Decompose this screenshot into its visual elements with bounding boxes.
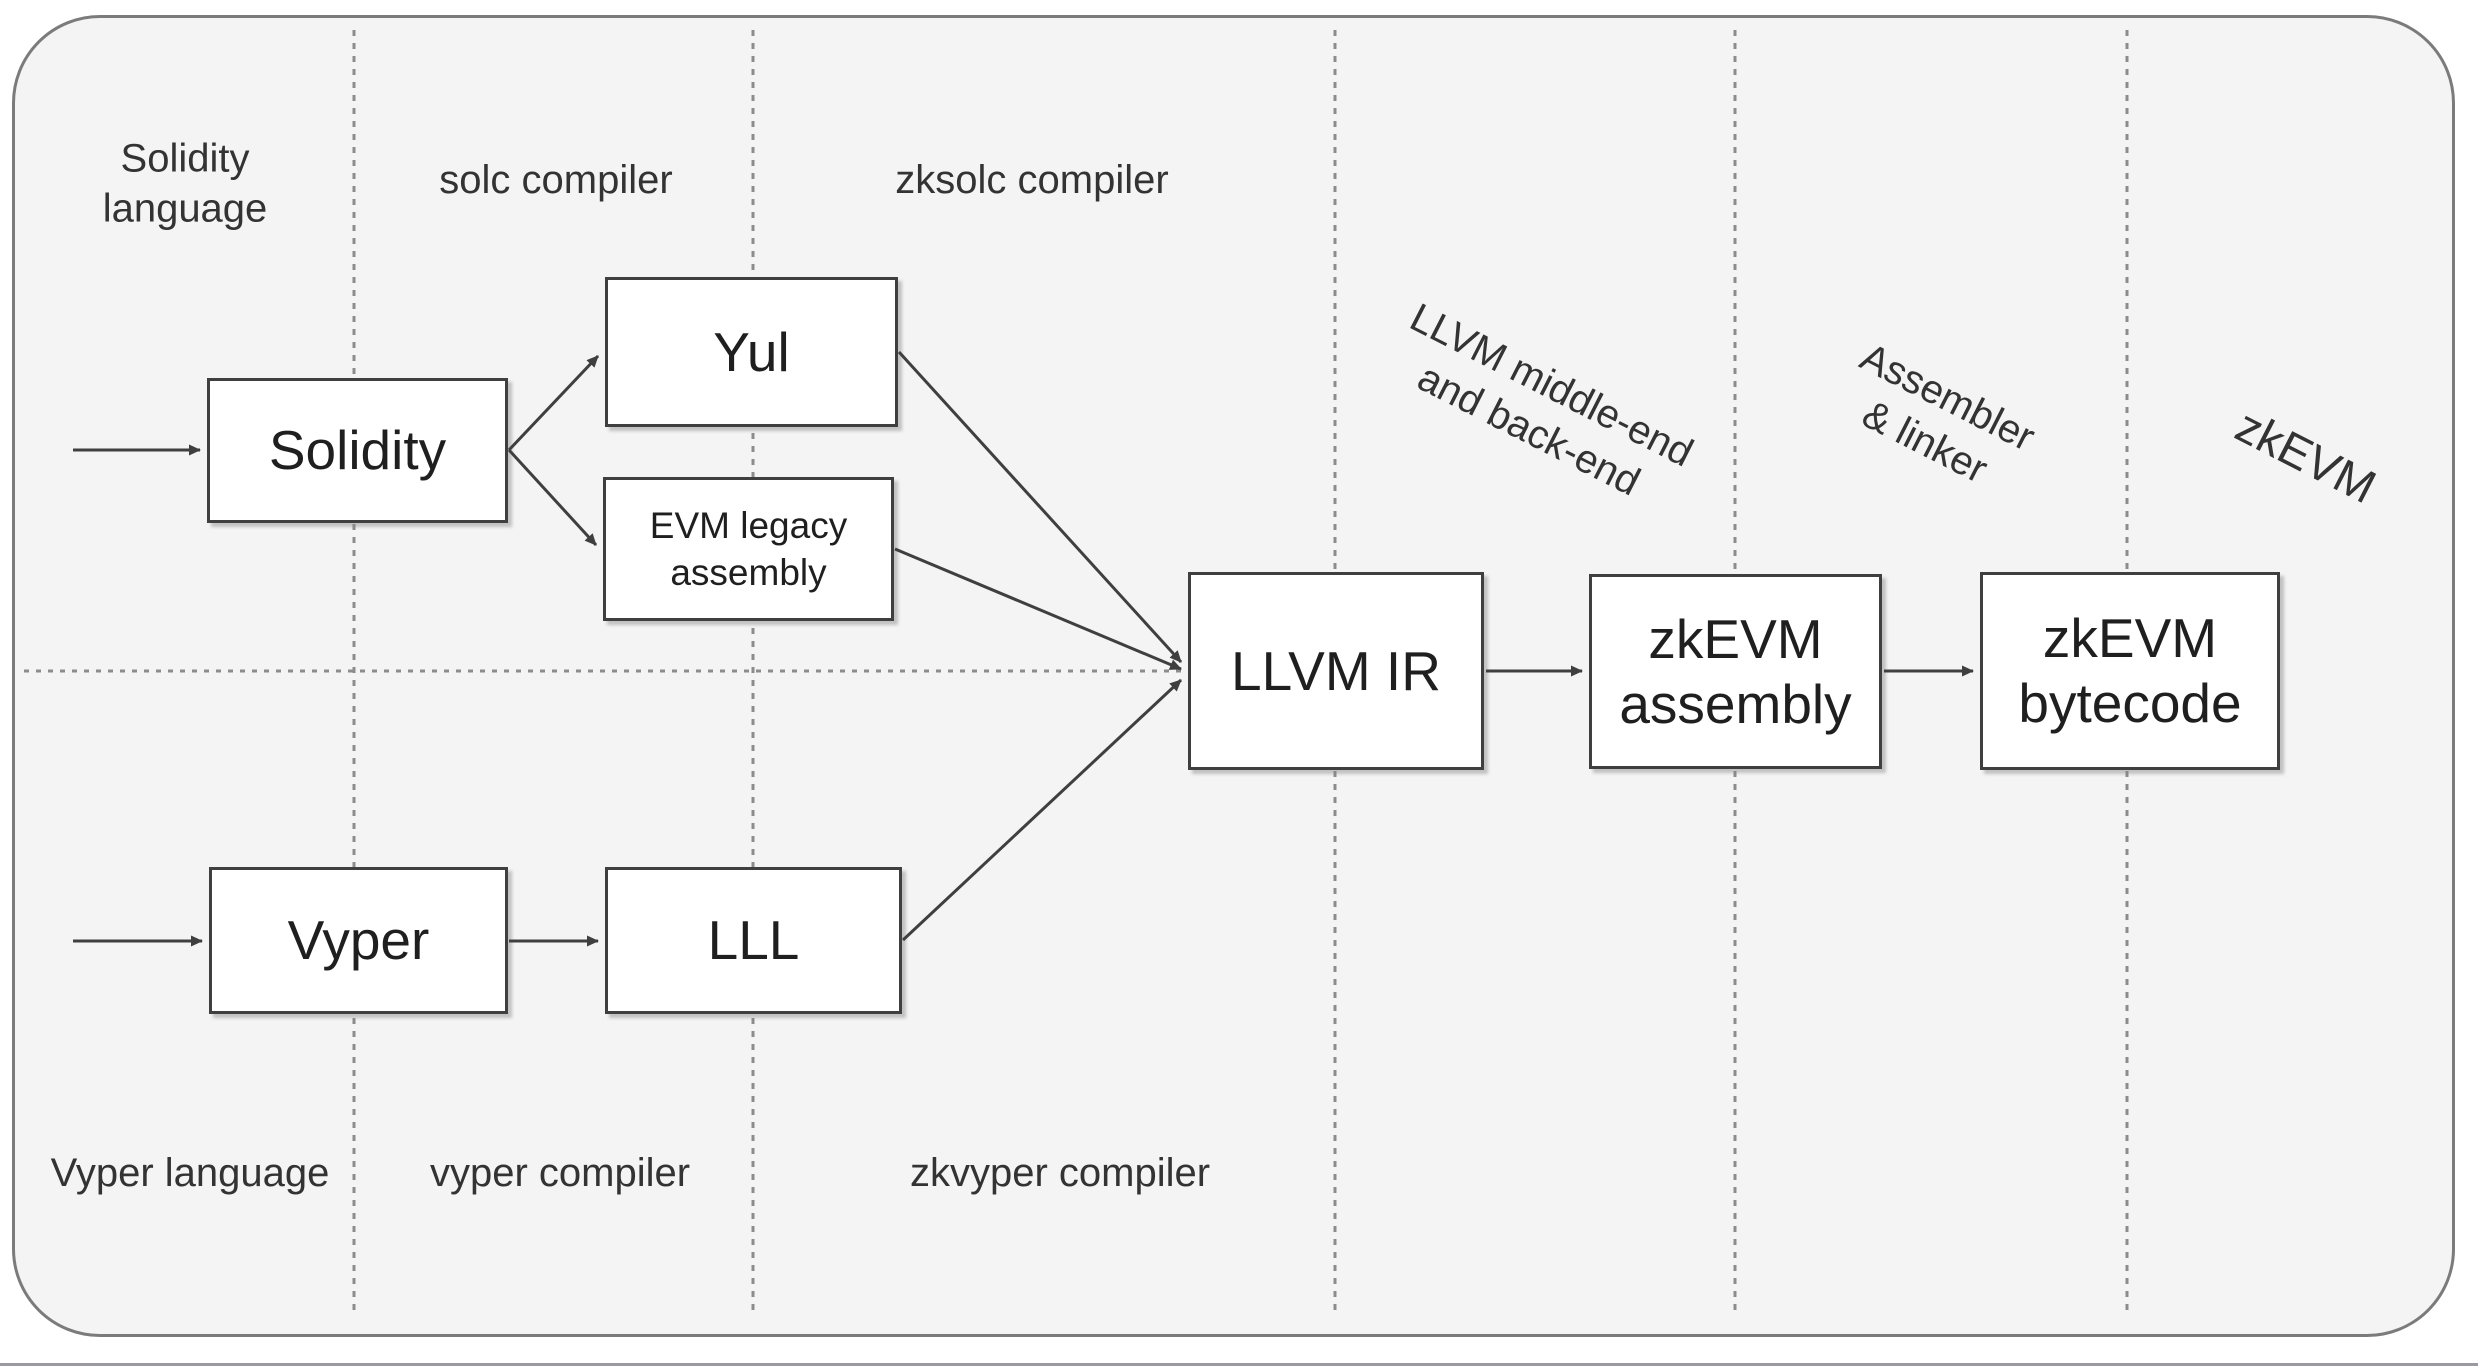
node-llvm-ir-label: LLVM IR: [1231, 639, 1441, 702]
node-yul-label: Yul: [713, 320, 790, 383]
arrow-yul-to-llvm-ir: [897, 350, 1183, 664]
arrow-evm-legacy-to-llvm-ir: [894, 547, 1182, 671]
node-yul: Yul: [605, 277, 898, 427]
arrow-lll-to-llvm-ir: [901, 678, 1183, 942]
node-zkevm-assembly: zkEVM assembly: [1589, 574, 1882, 769]
node-zkevm-assembly-label: zkEVM assembly: [1619, 607, 1852, 735]
arrow-solidity-to-yul: [507, 354, 600, 452]
node-vyper: Vyper: [209, 867, 508, 1014]
label-solidity-language: Solidity language: [102, 136, 268, 231]
label-solc-compiler: solc compiler: [439, 157, 673, 202]
node-zkevm-bytecode-label: zkEVM bytecode: [2018, 607, 2242, 734]
label-vyper-compiler: vyper compiler: [429, 1150, 691, 1195]
node-lll-label: LLL: [707, 909, 800, 972]
window-bottom-edge: [0, 1363, 2478, 1366]
node-solidity-label: Solidity: [268, 419, 447, 482]
node-llvm-ir: LLVM IR: [1188, 572, 1484, 770]
node-lll: LLL: [605, 867, 902, 1014]
label-zksolc-compiler: zksolc compiler: [895, 157, 1169, 202]
arrow-solidity-to-evm-legacy: [507, 448, 598, 547]
label-zkvyper-compiler: zkvyper compiler: [909, 1150, 1211, 1195]
node-evm-legacy-assembly-label: EVM legacy assembly: [649, 504, 848, 593]
node-zkevm-bytecode: zkEVM bytecode: [1980, 572, 2280, 770]
node-solidity: Solidity: [207, 378, 508, 523]
node-vyper-label: Vyper: [287, 909, 430, 972]
node-evm-legacy-assembly: EVM legacy assembly: [603, 477, 894, 621]
label-vyper-language: Vyper language: [50, 1150, 330, 1195]
